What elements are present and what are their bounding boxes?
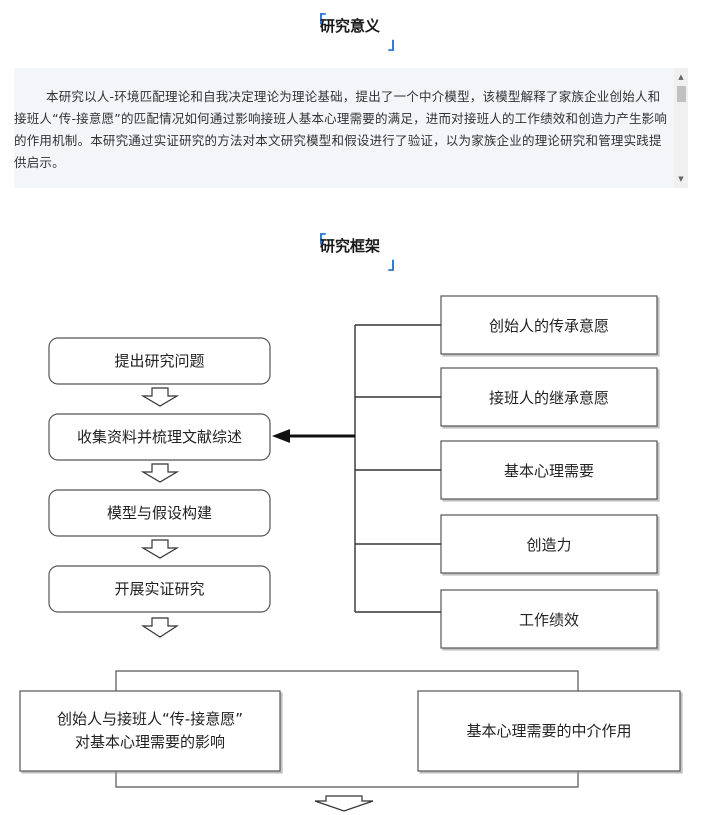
scroll-down-icon[interactable]: ▼ xyxy=(678,175,684,183)
title-bracket-close-2: 」 xyxy=(388,254,405,273)
significance-paragraph: 本研究以人-环境匹配理论和自我决定理论为理论基础，提出了一个中介模型，该模型解释… xyxy=(14,89,668,170)
variable-box-5: 工作绩效 xyxy=(440,589,658,649)
variable-box-1-label: 创始人的传承意愿 xyxy=(489,317,609,335)
variable-box-2-label: 接班人的继承意愿 xyxy=(489,389,609,407)
scroll-up-icon[interactable]: ▲ xyxy=(678,73,684,81)
outcome-left-line2: 对基本心理需要的影响 xyxy=(75,733,225,751)
process-step-3-label: 模型与假设构建 xyxy=(107,504,212,522)
section-title-framework: 研究框架 xyxy=(320,237,381,255)
scroll-thumb[interactable] xyxy=(677,86,686,102)
variables-connector xyxy=(354,324,441,613)
down-arrow-icon xyxy=(140,387,374,812)
variable-box-2: 接班人的继承意愿 xyxy=(440,367,658,427)
process-step-2: 收集资料并梳理文献综述 xyxy=(48,413,271,461)
title-bracket-open-2: 「 xyxy=(310,232,327,251)
outcome-box-left: 创始人与接班人“传-接意愿” 对基本心理需要的影响 xyxy=(19,690,281,772)
process-step-2-label: 收集资料并梳理文献综述 xyxy=(77,428,242,446)
vertical-scrollbar[interactable]: ▲ ▼ xyxy=(674,68,688,188)
variable-box-1: 创始人的传承意愿 xyxy=(440,295,658,355)
outcome-right-label: 基本心理需要的中介作用 xyxy=(466,722,631,740)
variable-box-3: 基本心理需要 xyxy=(440,440,658,500)
outcome-connector xyxy=(115,670,579,788)
section-title-significance: 研究意义 xyxy=(320,17,381,35)
outcome-left-line1: 创始人与接班人“传-接意愿” xyxy=(57,710,243,728)
outcome-box-right: 基本心理需要的中介作用 xyxy=(417,690,681,772)
title-bracket-close: 」 xyxy=(388,34,405,53)
process-step-4-label: 开展实证研究 xyxy=(114,580,204,598)
variable-box-4: 创造力 xyxy=(440,514,658,574)
process-step-1-label: 提出研究问题 xyxy=(114,352,204,370)
process-step-4: 开展实证研究 xyxy=(48,565,271,613)
process-step-3: 模型与假设构建 xyxy=(48,489,271,537)
process-step-1: 提出研究问题 xyxy=(48,337,271,385)
left-arrow-icon xyxy=(272,429,355,443)
variable-box-5-label: 工作绩效 xyxy=(519,611,579,629)
title-bracket-open: 「 xyxy=(310,12,327,31)
variable-box-3-label: 基本心理需要 xyxy=(504,462,594,480)
significance-text-box[interactable]: 本研究以人-环境匹配理论和自我决定理论为理论基础，提出了一个中介模型，该模型解释… xyxy=(14,68,688,188)
variable-box-4-label: 创造力 xyxy=(526,536,571,554)
